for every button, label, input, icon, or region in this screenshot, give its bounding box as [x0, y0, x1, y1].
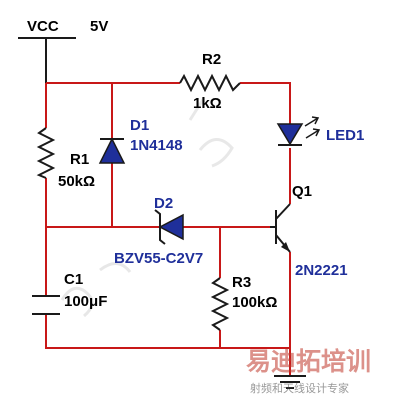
- r2-value-label: 1kΩ: [193, 95, 222, 112]
- r3-ref-label: R3: [232, 274, 251, 291]
- r2-ref-label: R2: [202, 51, 221, 68]
- d2-zener-symbol: [154, 209, 184, 245]
- r2-resistor-symbol: [179, 73, 241, 93]
- r1-ref-label: R1: [70, 151, 89, 168]
- r3-resistor-symbol: [210, 277, 230, 331]
- led1-ref-label: LED1: [326, 127, 364, 144]
- q1-transistor-symbol: [270, 203, 291, 253]
- led1-symbol: [276, 116, 321, 146]
- c1-value-label: 100μF: [64, 293, 107, 310]
- d2-part-label: BZV55-C2V7: [114, 250, 203, 267]
- c1-ref-label: C1: [64, 271, 83, 288]
- watermark-brand-text: 易迪拓培训: [246, 347, 371, 376]
- c1-capacitor-symbol: [32, 295, 60, 315]
- d1-part-label: 1N4148: [130, 137, 183, 154]
- d1-ref-label: D1: [130, 117, 149, 134]
- q1-ref-label: Q1: [292, 183, 312, 200]
- vcc-voltage-label: 5V: [90, 18, 108, 35]
- vcc-symbol: [18, 37, 76, 83]
- d2-ref-label: D2: [154, 195, 173, 212]
- vcc-label: VCC: [27, 18, 59, 35]
- d1-diode-symbol: [98, 137, 126, 164]
- brand-watermark: 易迪拓培训 射频和天线设计专家: [246, 347, 371, 395]
- q1-part-label: 2N2221: [295, 262, 348, 279]
- circuit-wires: [45, 82, 291, 376]
- watermark-tagline-text: 射频和天线设计专家: [250, 381, 349, 395]
- ground-icon: [274, 375, 306, 389]
- light-emission-arrows-icon: [304, 116, 321, 139]
- r3-value-label: 100kΩ: [232, 294, 277, 311]
- background-brush-watermark: [60, 97, 234, 318]
- r1-value-label: 50kΩ: [58, 173, 95, 190]
- r1-resistor-symbol: [36, 127, 56, 179]
